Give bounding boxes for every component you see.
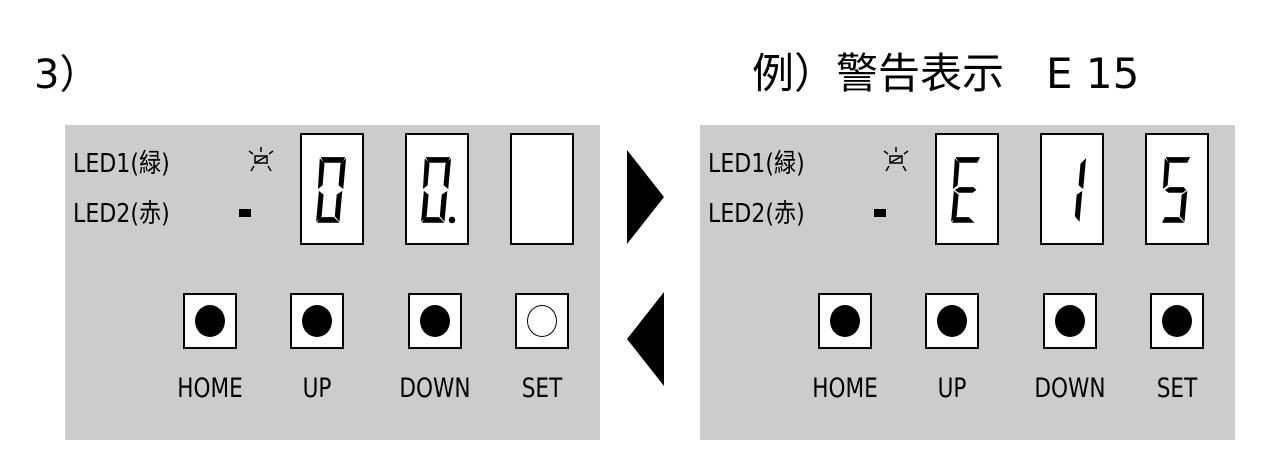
arrow-left-icon	[627, 292, 664, 386]
panel-warning: LED1(緑) LED2(赤) HOME UP DOWN SET	[700, 125, 1235, 440]
button-set[interactable]	[1150, 293, 1204, 349]
segment-d	[317, 217, 340, 223]
button-set[interactable]	[515, 293, 569, 349]
example-title: 例）警告表示 E 15	[752, 49, 1140, 98]
segment-a	[955, 157, 981, 163]
segment-g	[1164, 187, 1187, 193]
segment-c	[1074, 190, 1083, 222]
segment-b	[443, 158, 452, 189]
segment-f	[952, 158, 960, 189]
segment-f	[422, 158, 430, 189]
segment-f	[317, 158, 325, 189]
segment-d	[1162, 217, 1185, 223]
led1-label: LED1(緑)	[73, 149, 170, 179]
button-label-set: SET	[521, 373, 563, 404]
button-label-down: DOWN	[399, 373, 471, 404]
button-label-down: DOWN	[1034, 373, 1106, 404]
seven-segment-digit	[1040, 133, 1104, 245]
segment-c	[334, 190, 343, 222]
indicator-icon	[830, 305, 860, 337]
button-up[interactable]	[925, 293, 979, 349]
step-label: 3）	[34, 52, 100, 98]
segment-g	[954, 187, 977, 193]
button-home[interactable]	[183, 293, 237, 349]
arrow-right-icon	[627, 150, 664, 244]
segment-a	[1165, 157, 1191, 163]
seven-segment-digit	[510, 133, 574, 245]
button-label-up: UP	[302, 373, 332, 404]
indicator-icon	[420, 305, 450, 337]
segment-f	[1162, 158, 1170, 189]
segment-d	[952, 217, 975, 223]
button-label-home: HOME	[812, 373, 878, 404]
led2-label: LED2(赤)	[708, 199, 805, 229]
indicator-icon	[1055, 305, 1085, 337]
segment-a	[320, 157, 346, 163]
led2-label: LED2(赤)	[73, 199, 170, 229]
button-down[interactable]	[1043, 293, 1097, 349]
led1-label: LED1(緑)	[708, 149, 805, 179]
seven-segment-digit	[1145, 133, 1209, 245]
button-home[interactable]	[818, 293, 872, 349]
segment-e	[951, 190, 959, 222]
indicator-icon	[1162, 305, 1192, 337]
led-blinking-icon	[883, 147, 909, 172]
seven-segment-digit	[405, 133, 469, 245]
panel-before: LED1(緑) LED2(赤) HOME UP DOWN SET	[65, 125, 600, 440]
decimal-point	[448, 216, 456, 224]
seven-segment-digit	[300, 133, 364, 245]
segment-c	[439, 190, 448, 222]
segment-a	[425, 157, 451, 163]
seven-segment-digit	[935, 133, 999, 245]
led-on-icon	[239, 209, 251, 217]
segment-e	[421, 190, 429, 222]
indicator-icon	[937, 305, 967, 337]
button-label-set: SET	[1156, 373, 1198, 404]
segment-c	[1179, 190, 1188, 222]
indicator-icon	[302, 305, 332, 337]
button-up[interactable]	[290, 293, 344, 349]
indicator-icon	[195, 305, 225, 337]
button-down[interactable]	[408, 293, 462, 349]
segment-b	[1078, 158, 1087, 189]
led-on-icon	[874, 209, 886, 217]
segment-d	[422, 217, 445, 223]
indicator-icon	[527, 305, 557, 337]
button-label-home: HOME	[177, 373, 243, 404]
segment-e	[316, 190, 324, 222]
button-label-up: UP	[937, 373, 967, 404]
led-blinking-icon	[248, 147, 274, 172]
segment-b	[338, 158, 347, 189]
